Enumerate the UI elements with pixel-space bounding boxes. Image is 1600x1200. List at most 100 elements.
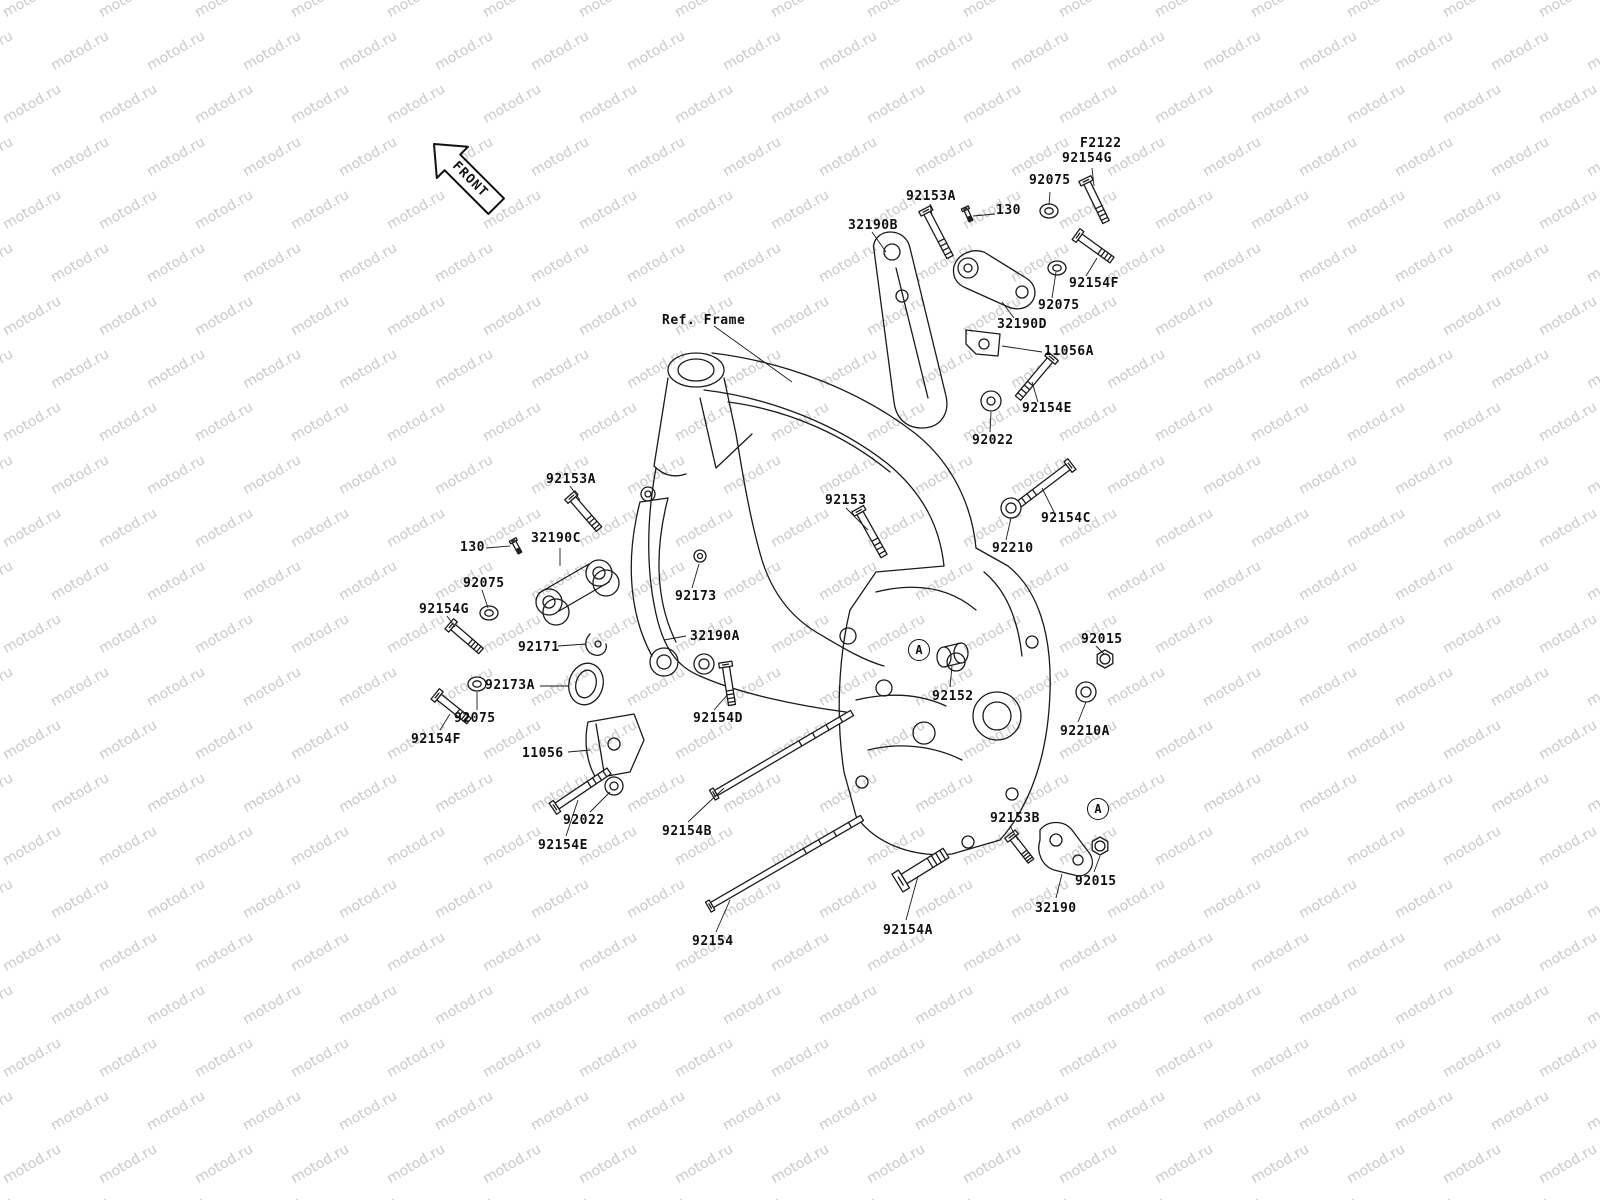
part-label-92153b: 92153B: [990, 811, 1040, 826]
leader-line: [1041, 487, 1055, 513]
leader-line: [1001, 345, 1043, 353]
part-label-32190a: 32190A: [690, 629, 740, 644]
part-label-92153a: 92153A: [906, 189, 956, 204]
part-label-f2122: F2122: [1080, 136, 1122, 151]
part-label-92075: 92075: [454, 711, 496, 726]
nut-92015-bottom: [1091, 836, 1109, 856]
bolt-92154e-bottom: [548, 767, 612, 815]
part-label-92022: 92022: [972, 433, 1014, 448]
leader-line: [481, 589, 489, 609]
part-label-11056: 11056: [522, 746, 564, 761]
clamp-92171: [585, 633, 607, 656]
circled-letter-marker: A: [1087, 798, 1109, 820]
bracket-32190B: [873, 231, 948, 429]
leader-line: [1048, 191, 1051, 206]
washer-92210: [1000, 497, 1022, 519]
part-label-92154b: 92154B: [662, 824, 712, 839]
leader-line: [1009, 825, 1019, 841]
bracket-11056A: [965, 329, 1001, 357]
part-label-92075: 92075: [1038, 298, 1080, 313]
part-label-92154g: 92154G: [419, 602, 469, 617]
leader-line: [949, 665, 953, 688]
part-label-92154e: 92154E: [538, 838, 588, 853]
collar-92075-top2: [1047, 260, 1067, 276]
part-label-92154d: 92154D: [693, 711, 743, 726]
bolt-130-top: [960, 205, 974, 223]
leader-line: [691, 563, 700, 589]
hardware-layer: [430, 175, 1115, 913]
leader-line: [1051, 271, 1057, 299]
part-label-92210a: 92210A: [1060, 724, 1110, 739]
part-label-92154g: 92154G: [1062, 151, 1112, 166]
collar-92152: [936, 642, 969, 668]
part-label-92154c: 92154C: [1041, 511, 1091, 526]
part-label-92171: 92171: [518, 640, 560, 655]
part-label-130: 130: [460, 540, 485, 555]
part-label-32190: 32190: [1035, 901, 1077, 916]
leader-line: [1055, 873, 1063, 899]
leader-line: [589, 791, 611, 813]
leader-line: [713, 693, 729, 711]
part-label-32190c: 32190C: [531, 531, 581, 546]
leader-line: [439, 713, 451, 731]
part-label-92154f: 92154F: [1069, 276, 1119, 291]
bracket-32190A: [630, 486, 679, 677]
bolt-92154b: [708, 709, 855, 801]
bolt-92154g-top: [1078, 175, 1110, 225]
part-label-92154a: 92154A: [883, 923, 933, 938]
leader-line: [687, 787, 725, 823]
part-label-92075: 92075: [463, 576, 505, 591]
nut-92015-right: [1096, 649, 1114, 669]
part-label-92075: 92075: [1029, 173, 1071, 188]
part-label-92154: 92154: [692, 934, 734, 949]
bracket-32190: [1038, 821, 1093, 877]
washer-92022-top: [980, 390, 1002, 412]
bolt-92154a: [891, 847, 950, 893]
leader-line: [972, 213, 996, 217]
leader-line: [663, 635, 687, 641]
bracket-11056: [585, 713, 645, 779]
leader-lines: [439, 167, 1105, 933]
leader-line: [1091, 167, 1095, 187]
leader-line: [567, 749, 591, 753]
part-label-92015: 92015: [1081, 632, 1123, 647]
leader-line: [1031, 381, 1039, 403]
bolt-92154: [704, 814, 865, 913]
part-label-92022: 92022: [563, 813, 605, 828]
collar-92075-left2: [467, 676, 487, 692]
leader-line: [446, 615, 456, 628]
leader-line: [565, 799, 579, 837]
part-label-11056a: 11056A: [1044, 344, 1094, 359]
frame-main-body: [648, 352, 1051, 856]
washer-92173: [693, 549, 707, 563]
part-label-92154e: 92154E: [1022, 401, 1072, 416]
leader-line: [1077, 701, 1087, 723]
front-arrow-shape: [433, 143, 505, 215]
leader-line: [989, 411, 992, 433]
part-label-92210: 92210: [992, 541, 1034, 556]
bracket-32190D: [952, 250, 1036, 310]
part-label-ref-frame: Ref. Frame: [662, 313, 746, 328]
leader-line: [1095, 645, 1105, 655]
bolt-92154f-top: [1071, 228, 1115, 264]
part-label-92153a: 92153A: [546, 472, 596, 487]
leader-line: [871, 231, 887, 253]
grommet-92173A: [568, 662, 604, 706]
bolt-92153-mid: [851, 504, 888, 559]
part-label-92173: 92173: [675, 589, 717, 604]
bolt-92154g-left: [444, 618, 484, 655]
leader-line: [557, 643, 587, 647]
leader-line: [1085, 257, 1098, 277]
part-label-32190b: 32190B: [848, 218, 898, 233]
leader-line: [845, 507, 869, 531]
leader-line: [569, 485, 581, 501]
bolt-92153a-left: [564, 490, 603, 532]
front-direction-arrow: FRONT: [424, 134, 524, 234]
bolt-92153b: [1004, 829, 1035, 864]
leader-line: [905, 875, 919, 921]
part-label-92153: 92153: [825, 493, 867, 508]
bolt-130-left: [508, 537, 523, 555]
circled-letter-marker: A: [908, 639, 930, 661]
